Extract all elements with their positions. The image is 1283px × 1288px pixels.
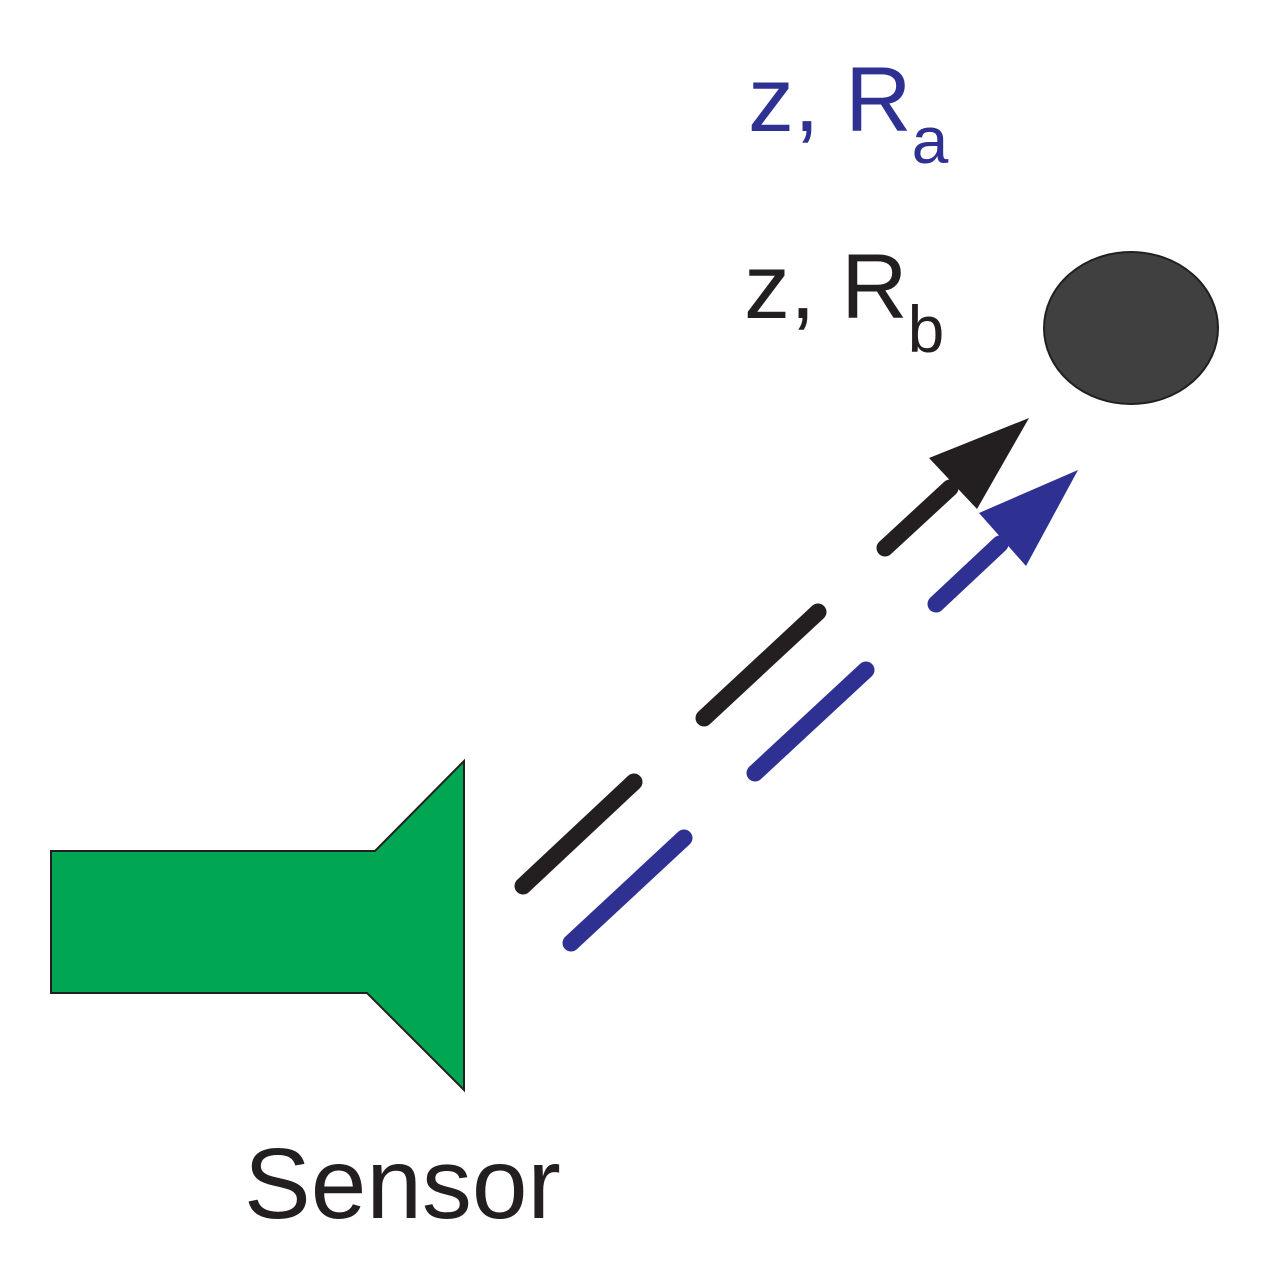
sensor-label: Sensor (244, 1128, 561, 1240)
measurement-path-b (514, 479, 959, 895)
measurement-path-a (562, 535, 1009, 952)
path-a-dash (927, 535, 1009, 613)
path-a-dash (746, 661, 875, 782)
arrowhead-b-icon (929, 418, 1029, 509)
path-b-dash (695, 603, 827, 727)
arrowhead-a-icon (979, 470, 1078, 566)
measurement-label-a-subscript: a (912, 103, 949, 177)
path-b-dash (876, 479, 959, 557)
path-a-dash (562, 829, 693, 952)
measurement-label-a: z, Ra (748, 49, 949, 177)
path-b-dash (514, 773, 643, 895)
measurement-label-b-subscript: b (908, 292, 945, 366)
measurement-label-b-main: z, R (744, 236, 908, 338)
measurement-label-b: z, Rb (744, 236, 944, 366)
sensor-shape (50, 758, 465, 1093)
target-object (1043, 251, 1219, 405)
measurement-label-a-main: z, R (748, 49, 912, 151)
